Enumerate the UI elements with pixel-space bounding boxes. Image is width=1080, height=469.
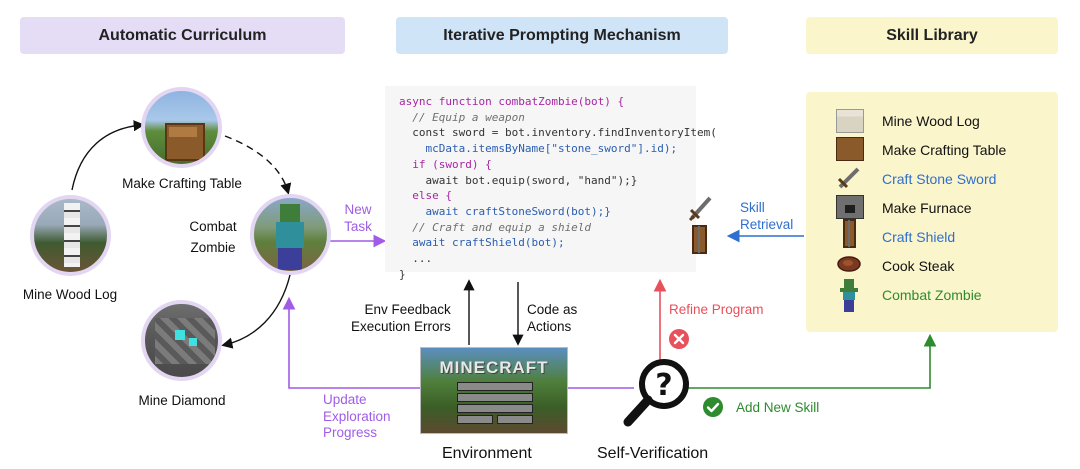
code-line: // Craft and equip a shield (399, 220, 592, 234)
code-line: if (sword) { (399, 157, 492, 171)
code-line: async function combatZombie(bot) { (399, 95, 625, 108)
minecraft-logo: MINECRAFT (439, 358, 549, 377)
arrow-zombie-to-diamond (221, 274, 291, 349)
error-x-icon (669, 329, 689, 349)
stone-sword-icon (688, 196, 712, 222)
header-iterative-prompting: Iterative Prompting Mechanism (396, 17, 728, 54)
steak-icon (837, 256, 861, 272)
label-environment: Environment (442, 445, 532, 462)
code-line: const sword = bot.inventory.findInventor… (399, 126, 717, 140)
arrow-table-to-zombie (224, 135, 292, 195)
arrow-add-skill (688, 333, 937, 389)
furnace-icon (836, 195, 864, 219)
node-mine-wood-log-image (30, 195, 111, 276)
code-line: await craftShield(bot); (399, 236, 565, 250)
zombie-icon (840, 279, 858, 312)
skill-item: Craft Shield (882, 229, 956, 245)
label-code-actions: Code as Actions (527, 302, 578, 334)
node-make-crafting-table-image (141, 87, 222, 168)
code-line: mcData.itemsByName["stone_sword"].id); (399, 142, 678, 156)
node-mine-diamond-label: Mine Diamond (138, 393, 226, 408)
code-line: else { (399, 189, 452, 203)
arrow-update-progress (282, 296, 420, 389)
label-add-new-skill: Add New Skill (736, 400, 820, 415)
crafting-table-icon (836, 137, 864, 161)
skill-item: Make Furnace (882, 200, 972, 216)
skill-item: Make Crafting Table (882, 142, 1007, 158)
skill-item: Cook Steak (882, 258, 955, 274)
stone-sword-icon (837, 167, 860, 189)
code-line: await craftStoneSword(bot);} (399, 204, 611, 218)
header-iterative-prompting-text: Iterative Prompting Mechanism (443, 26, 681, 44)
arrow-wood-to-table (71, 120, 145, 191)
node-mine-wood-log-label: Mine Wood Log (22, 287, 118, 302)
header-skill-library-text: Skill Library (886, 26, 978, 44)
node-combat-zombie-label: Combat Zombie (189, 219, 237, 255)
header-automatic-curriculum-text: Automatic Curriculum (98, 26, 267, 44)
label-self-verification: Self-Verification (597, 445, 709, 462)
node-make-crafting-table-label: Make Crafting Table (122, 176, 242, 191)
skill-item: Craft Stone Sword (882, 171, 997, 187)
wood-log-icon (836, 109, 864, 133)
code-line: await bot.equip(sword, "hand");} (399, 173, 638, 187)
environment-screenshot: MINECRAFT (420, 347, 568, 434)
skill-item: Mine Wood Log (882, 113, 980, 129)
svg-text:?: ? (655, 368, 672, 403)
shield-icon (843, 219, 856, 248)
code-line: ... (399, 252, 433, 266)
label-new-task: New Task (344, 202, 372, 234)
node-mine-diamond-image (141, 300, 222, 381)
code-block: async function combatZombie(bot) { // Eq… (385, 86, 717, 281)
header-skill-library: Skill Library (806, 17, 1058, 54)
label-update-progress: Update Exploration Progress (323, 392, 391, 440)
magnifier-question-icon: ? (623, 359, 689, 427)
code-line: // Equip a weapon (399, 110, 525, 124)
label-env-feedback: Env Feedback Execution Errors (351, 302, 451, 334)
node-combat-zombie-image (250, 194, 331, 275)
shield-icon (692, 225, 707, 254)
header-automatic-curriculum: Automatic Curriculum (20, 17, 345, 54)
label-skill-retrieval: Skill Retrieval (740, 200, 794, 232)
success-check-icon (703, 397, 723, 417)
label-refine-program: Refine Program (669, 302, 764, 317)
skill-item: Combat Zombie (882, 287, 982, 303)
code-line: } (399, 267, 406, 281)
skill-library-panel: Mine Wood Log Make Crafting Table Craft … (806, 92, 1058, 332)
